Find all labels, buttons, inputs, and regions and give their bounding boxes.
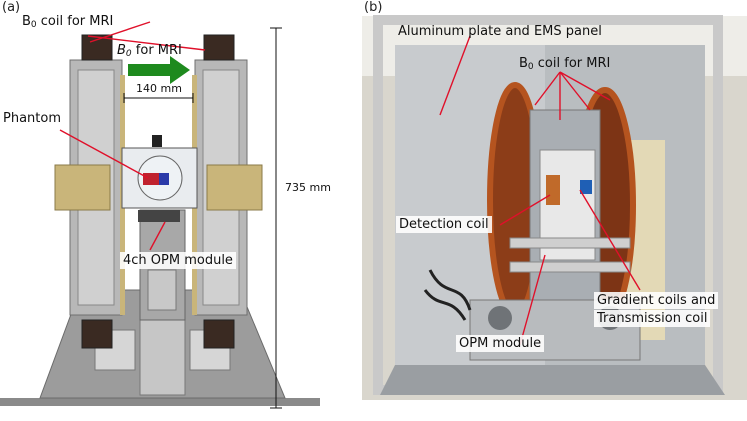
b0-coil-b-rest: coil for MRI [533, 56, 611, 71]
b0-coil-rest: coil for MRI [36, 14, 114, 29]
detection-coil-label: Detection coil [396, 216, 492, 233]
phantom-block [143, 173, 159, 185]
coil-winding-bottom-right [203, 319, 235, 349]
b0-coil-prefix: B [22, 14, 31, 29]
gradient-coil-label-line2: Transmission coil [594, 310, 711, 327]
b0-coil-sub: 0 [30, 20, 37, 30]
b0-coil-b-sub: 0 [527, 62, 534, 72]
opm-module-label-b: OPM module [456, 335, 545, 352]
gradient-coil-label-line1: Gradient coils and [594, 292, 719, 309]
b0-field-arrow [128, 56, 190, 84]
coil-winding-bottom-left [81, 319, 113, 349]
b0-field-sub: 0 [125, 49, 132, 59]
gold-plate-left [54, 164, 111, 211]
coil-winding-top-right [203, 34, 235, 61]
b0-field-label: B0 for MRI [117, 43, 182, 59]
gold-plate-right [206, 164, 263, 211]
b0-coil-b-prefix: B [519, 56, 528, 71]
opm-module-label-a: 4ch OPM module [120, 252, 236, 269]
b0-coil-label-a: B0 coil for MRI [22, 14, 113, 33]
panel-b-letter: (b) [364, 0, 383, 15]
aluminum-label: Aluminum plate and EMS panel [398, 24, 602, 39]
b0-coil-label-b: B0 coil for MRI [519, 56, 610, 75]
height-dimension-label: 735 mm [285, 181, 331, 194]
b0-field-prefix: B [117, 43, 126, 58]
b0-field-rest: for MRI [131, 43, 182, 58]
detection-coil-body [546, 175, 560, 205]
gap-dimension-label: 140 mm [136, 82, 182, 95]
phantom-label: Phantom [0, 110, 64, 127]
panel-a-letter: (a) [2, 0, 21, 15]
base-floor [0, 398, 320, 406]
